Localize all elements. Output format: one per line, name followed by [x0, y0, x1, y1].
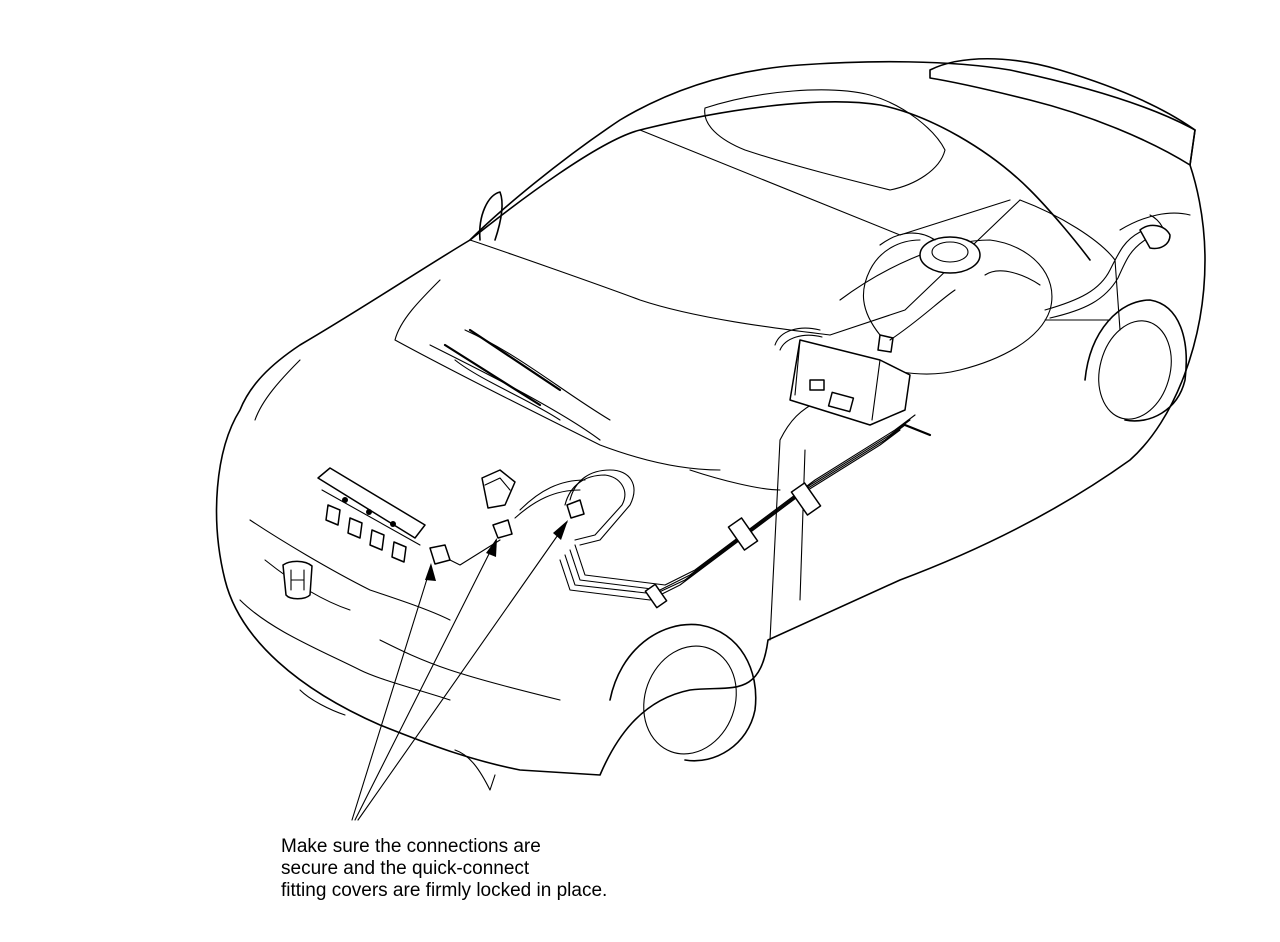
arrowhead-2	[486, 538, 497, 557]
quick-connect-fitting-2	[492, 519, 513, 539]
rear-wheel	[1084, 299, 1188, 422]
callout-arrows	[351, 520, 568, 821]
front-wheel	[609, 623, 757, 762]
fuel-lines	[514, 224, 1171, 609]
quick-connect-fitting-1	[429, 539, 501, 566]
fuel-rail-injectors	[317, 467, 426, 563]
arrowhead-1	[425, 563, 436, 581]
callout-line-3: fitting covers are firmly locked in plac…	[281, 880, 608, 901]
arrowhead-3	[553, 520, 568, 540]
fuel-tank-assembly	[789, 232, 1053, 426]
quick-connect-fitting-3	[566, 499, 585, 519]
honda-emblem	[282, 560, 313, 600]
callout-text: Make sure the connections are secure and…	[281, 836, 607, 902]
pressure-regulator	[481, 469, 516, 509]
callout-line-1: Make sure the connections are	[281, 836, 541, 857]
callout-line-2: secure and the quick-connect	[281, 858, 530, 879]
car-body-outline	[215, 57, 1206, 791]
